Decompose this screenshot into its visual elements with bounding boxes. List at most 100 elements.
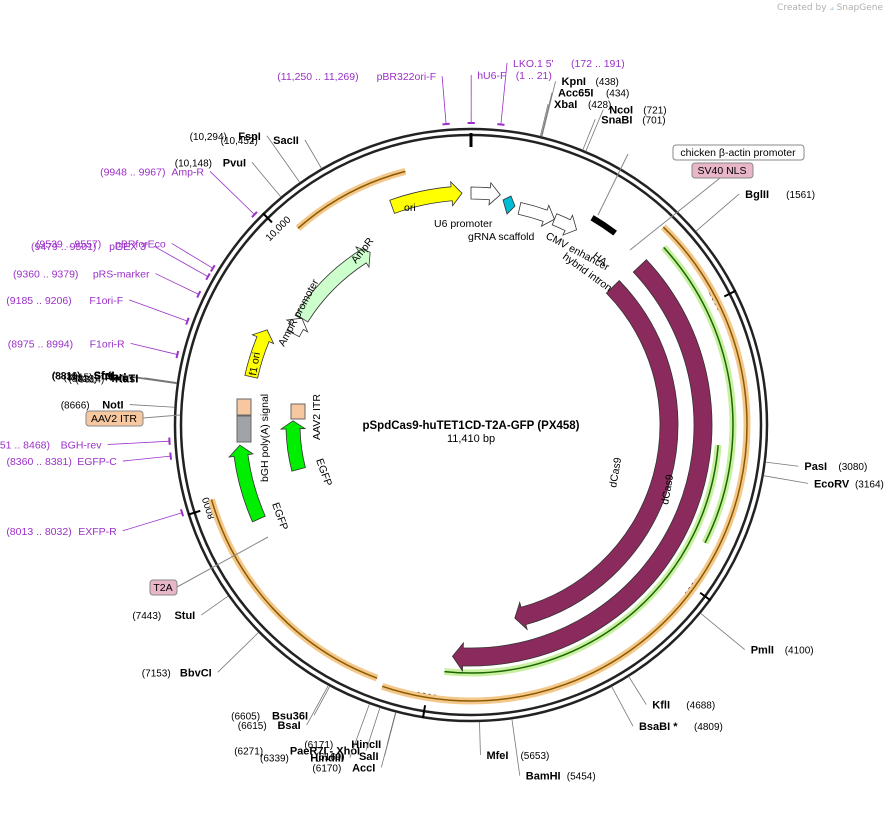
enzyme-position: (10,148) — [175, 158, 212, 169]
restriction-site-fspi[interactable]: FspI(10,294) — [190, 131, 301, 183]
restriction-site-acc65i[interactable]: Acc65I(434) — [540, 88, 629, 137]
dcas9-arrow-outer — [451, 259, 713, 673]
enzyme-name: BglII — [745, 189, 769, 201]
primer-exfp-r[interactable]: EXFP-R(8013 .. 8032) — [6, 509, 185, 538]
t2a-box: T2A — [149, 536, 269, 596]
cmv-enhancer-arrow — [517, 202, 555, 227]
enzyme-name: EcoRV — [814, 478, 850, 490]
green-band-2-core — [444, 445, 719, 674]
primer-position: (9948 .. 9967) — [100, 166, 165, 178]
hybrid-intron-arrow — [551, 213, 578, 236]
restriction-site-sbfi[interactable]: SbfI(8811) — [52, 371, 177, 385]
restriction-site-paer7i-xhoi[interactable]: PaeR7I - XhoI(6271) — [234, 707, 381, 758]
chicken-actin-promoter-box: chicken β-actin promoter — [597, 144, 805, 216]
enzyme-name: BbvCI — [180, 667, 212, 679]
f1-ori-label: f1 ori — [247, 351, 263, 376]
dcas9-arrow-inner — [514, 279, 679, 631]
green-band-1-core — [663, 246, 734, 544]
enzyme-position: (3164) — [855, 479, 884, 490]
restriction-site-kfli[interactable]: KflI(4688) — [628, 676, 715, 712]
primer-amp-r[interactable]: Amp-R (9948 .. 9967) — [100, 166, 258, 218]
primer-f1ori-r[interactable]: F1ori-R (8975 .. 8994) — [8, 338, 180, 359]
aav2-itr-inner-label: AAV2 ITR — [311, 394, 323, 440]
enzyme-position: (8816) — [52, 371, 81, 382]
enzyme-position: (8814) — [75, 375, 104, 386]
restriction-site-sacii[interactable]: SacII(10,452) — [221, 135, 322, 169]
tick-10000 — [262, 212, 273, 224]
primer-name: F1ori-F — [89, 295, 123, 307]
restriction-site-stui[interactable]: StuI(7443) — [132, 595, 229, 622]
primer-position: (9360 .. 9379) — [13, 269, 78, 281]
primer-lko-1-5-[interactable]: LKO.1 5'(172 .. 191) — [497, 58, 625, 126]
enzyme-name: Bsu36I — [272, 710, 308, 722]
restriction-site-bglii[interactable]: BglII (1561) — [695, 189, 815, 232]
primer-egfp-c[interactable]: EGFP-C(8360 .. 8381) — [6, 452, 172, 469]
enzyme-name: StuI — [174, 610, 195, 622]
restriction-site-bsabi-[interactable]: BsaBI * (4809) — [611, 686, 723, 734]
restriction-site-bsai[interactable]: BsaI(6615) — [238, 685, 329, 732]
primer-name: Amp-R — [171, 166, 204, 178]
enzyme-name: XbaI — [554, 99, 577, 111]
restriction-site-hindiii[interactable]: HindIII(6339) — [260, 703, 370, 765]
restriction-site-pvui[interactable]: PvuI(10,148) — [175, 157, 282, 198]
primer-hu6-f[interactable]: hU6-F(1 .. 21) — [467, 70, 552, 125]
restriction-site-noti[interactable]: NotI(8666) — [61, 400, 175, 412]
enzyme-position: (4809) — [694, 722, 723, 733]
enzyme-name: NotI — [102, 400, 123, 412]
ampr-arrow — [295, 246, 371, 323]
enzyme-name: PaeR7I - XhoI — [290, 746, 360, 758]
enzyme-name: SnaBI — [601, 114, 632, 126]
restriction-site-mfei[interactable]: MfeI(5653) — [479, 721, 550, 762]
enzyme-name: SfoI — [94, 370, 115, 382]
primer-bgh-rev[interactable]: BGH-rev(8451 .. 8468) — [0, 437, 171, 452]
snapgene-logo-icon: ⟓ — [829, 3, 834, 13]
enzyme-position: (721) — [643, 106, 666, 117]
restriction-site-ncoi[interactable]: NcoI (721) — [585, 105, 667, 152]
primer-name: pBR322ori-F — [377, 71, 437, 83]
restriction-site-pmli[interactable]: PmlI(4100) — [700, 613, 814, 657]
restriction-site-pluti[interactable]: PluTI(8818) — [68, 373, 178, 385]
restriction-site-snabi[interactable]: SnaBI(701) — [582, 114, 666, 151]
restriction-site-kpni[interactable]: KpnI(438) — [541, 76, 619, 137]
enzyme-position: (8818) — [68, 374, 97, 385]
enzyme-name: KflI — [652, 700, 670, 712]
restriction-site-bamhi[interactable]: BamHI(5454) — [511, 719, 596, 783]
restriction-site-pasi[interactable]: PasI(3080) — [765, 461, 868, 473]
primer-name: EXFP-R — [78, 526, 117, 538]
egfp-label-2: EGFP — [269, 501, 290, 532]
ampr-promoter-label: AmpR promoter — [276, 277, 322, 349]
enzyme-position: (6615) — [238, 721, 267, 732]
ori-label: ori — [404, 202, 416, 214]
restriction-site-hincii[interactable]: HincII(6171) — [304, 712, 397, 751]
grna-scaffold-feature — [502, 195, 516, 215]
primer-pbrforeco[interactable]: pBRforEco(9539 .. 9557) — [36, 238, 216, 272]
restriction-site-bbvci[interactable]: BbvCI (7153) — [142, 632, 259, 679]
restriction-site-xbai[interactable]: XbaI(428) — [539, 99, 611, 137]
restriction-site-ecorv[interactable]: EcoRV (3164) — [763, 475, 884, 491]
primer-f1ori-f[interactable]: F1ori-F(9185 .. 9206) — [6, 295, 190, 325]
primer-name: F1ori-R — [90, 338, 125, 350]
sv40-nls-box: SV40 NLS — [629, 162, 754, 251]
cas9-orf-band-core — [381, 226, 748, 702]
primer-prs-marker[interactable]: pRS-marker(9360 .. 9379) — [13, 269, 202, 299]
enzyme-position: (1561) — [786, 190, 815, 201]
enzyme-position: (10,452) — [221, 136, 258, 147]
enzyme-position: (6605) — [231, 711, 260, 722]
enzyme-position: (7153) — [142, 668, 171, 679]
primer-position: (8975 .. 8994) — [8, 338, 73, 350]
backbone-outer-ring — [173, 127, 769, 723]
primer-position: (9479 .. 9501) — [31, 241, 96, 253]
primer-pbr322ori-f[interactable]: pBR322ori-F(11,250 .. 11,269) — [277, 71, 450, 126]
tick-8000 — [187, 509, 201, 516]
enzyme-position: (6339) — [260, 754, 289, 765]
enzyme-position: (6169) — [316, 752, 345, 763]
aav2-itr-box: AAV2 ITR — [85, 410, 181, 427]
egfp-orf-band — [208, 498, 379, 682]
primer-pgex-3-[interactable]: pGEX 3'(9479 .. 9501) — [31, 241, 211, 281]
enzyme-name: NcoI — [609, 105, 633, 117]
egfp-arrow-outer — [228, 444, 266, 523]
enzyme-name: HincII — [351, 739, 381, 751]
restriction-site-bsu36i[interactable]: Bsu36I (6605) — [231, 686, 331, 722]
primer-name: hU6-F — [477, 70, 506, 82]
enzyme-name: BsaBI * — [639, 721, 678, 733]
